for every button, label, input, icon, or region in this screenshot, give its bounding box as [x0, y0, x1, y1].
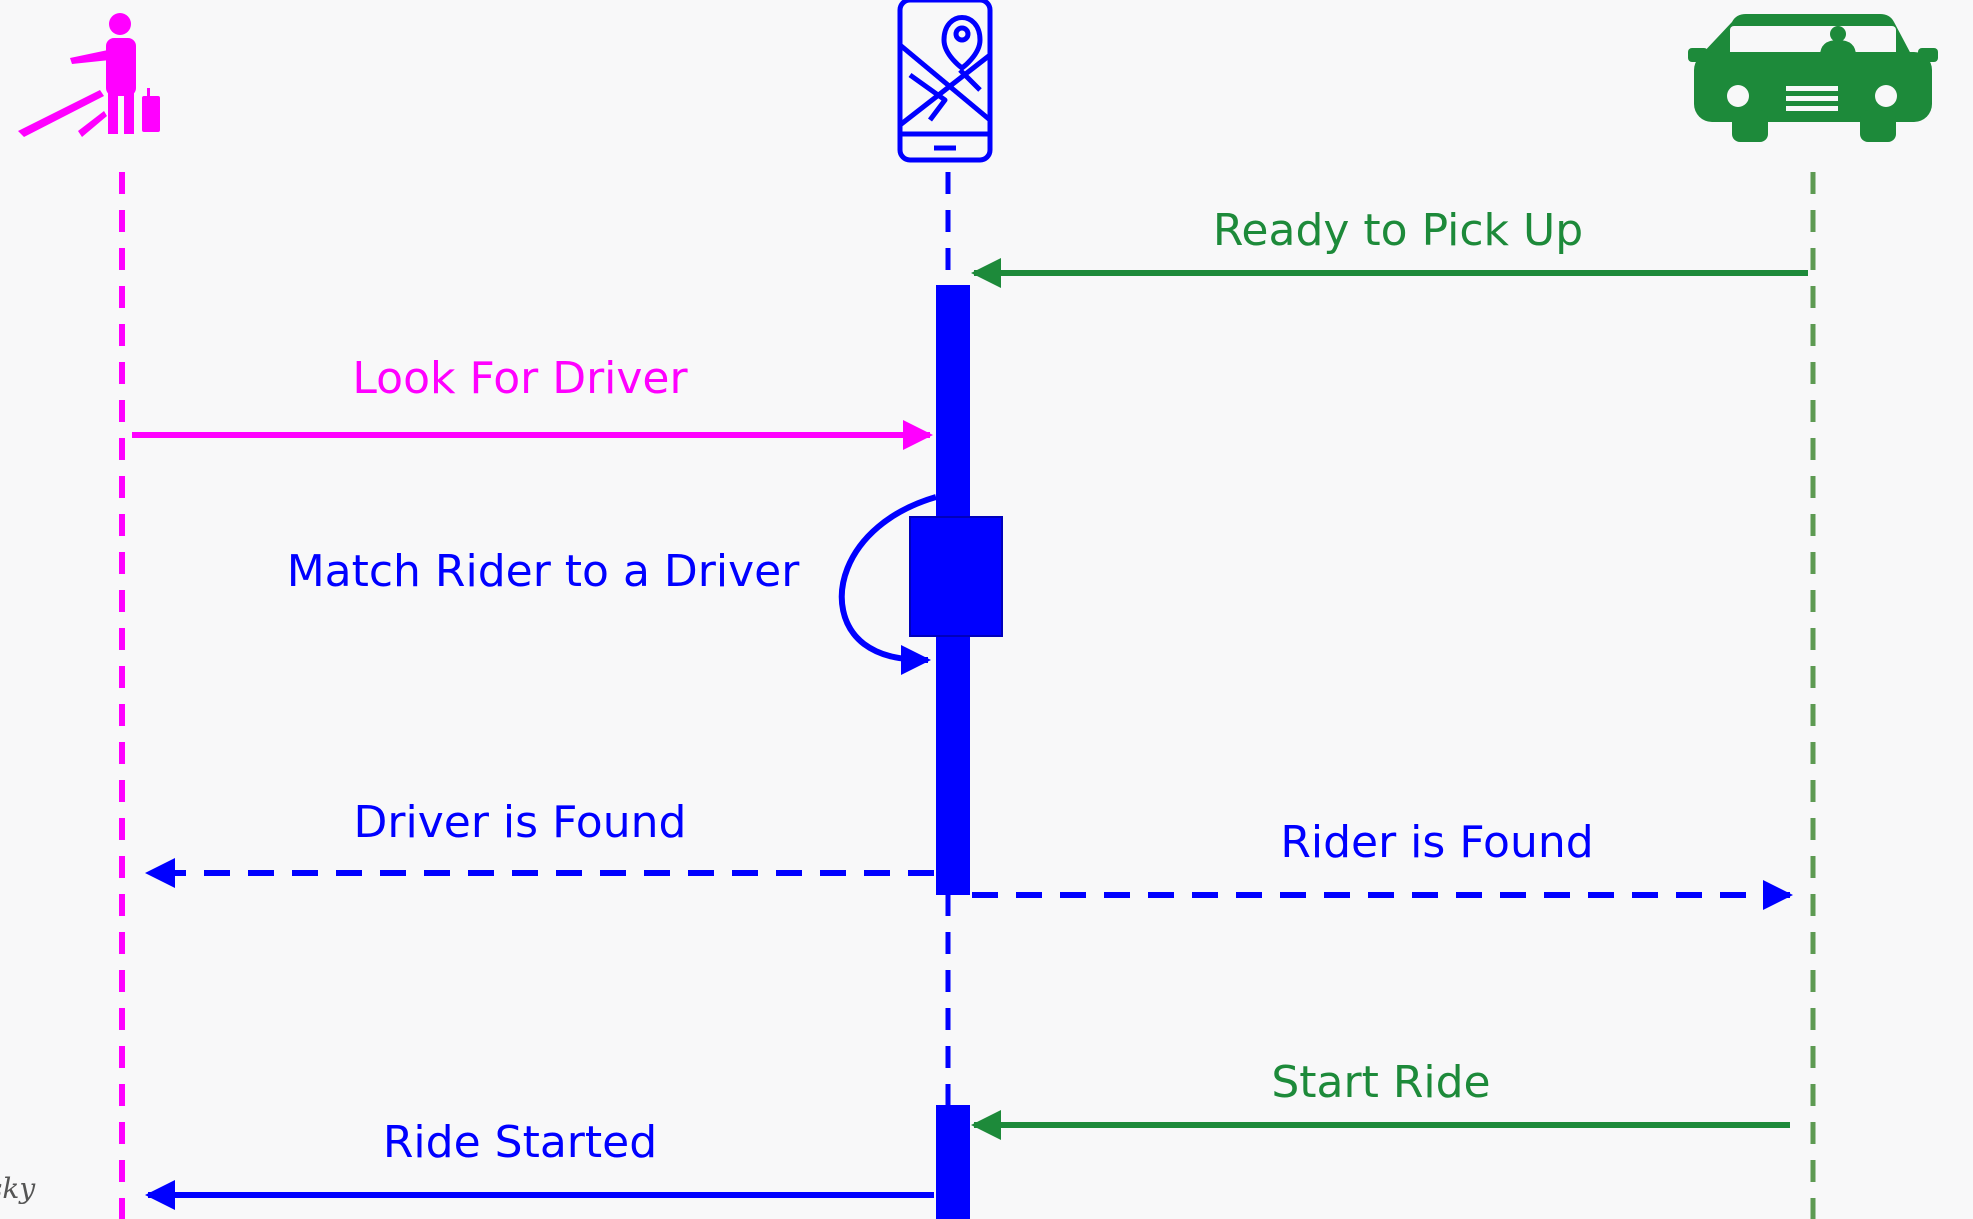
activation-bar [936, 1105, 970, 1219]
self-message-arrow-match [838, 494, 937, 675]
message-label-start: Start Ride [1271, 1057, 1490, 1108]
message-label-match: Match Rider to a Driver [287, 546, 801, 597]
message-label-driver-found: Driver is Found [354, 797, 687, 848]
credit-text: sky [0, 1172, 36, 1205]
phone-map-icon [897, 0, 993, 163]
message-label-ready: Ready to Pick Up [1213, 205, 1583, 256]
traveler-with-luggage-icon [18, 13, 160, 137]
message-label-look: Look For Driver [352, 353, 688, 404]
message-label-started: Ride Started [383, 1117, 657, 1168]
self-activation-box [909, 516, 1003, 637]
car-driver-icon [1688, 14, 1938, 142]
message-label-rider-found: Rider is Found [1280, 817, 1593, 868]
